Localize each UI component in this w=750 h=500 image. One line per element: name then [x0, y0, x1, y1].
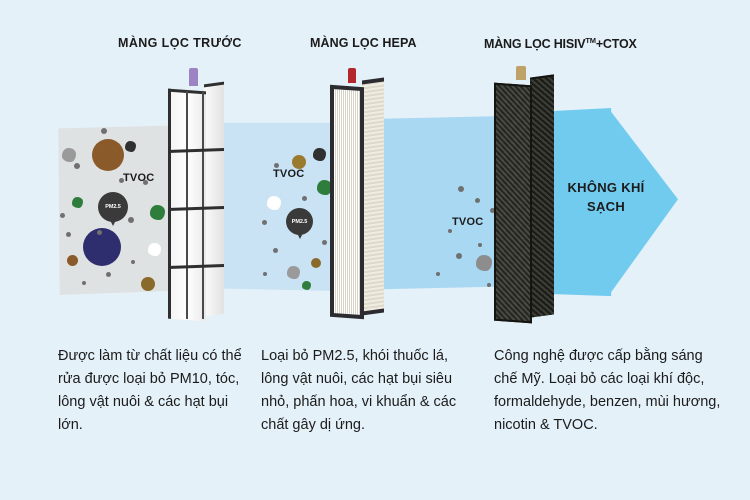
- pre-filter-grid-vline: [202, 90, 204, 320]
- particle-circle: [263, 272, 267, 276]
- particle-circle: [92, 139, 124, 171]
- particle-blob: [476, 255, 492, 271]
- particle-circle: [82, 281, 86, 285]
- particle-circle: [101, 128, 107, 134]
- tvoc-label-zone1: TVOC: [123, 172, 155, 184]
- hepa-filter-face: [330, 84, 364, 320]
- particle-blob: [267, 196, 281, 210]
- pm25-marker-zone2: PM2.5: [286, 208, 313, 239]
- particle-blob: [125, 141, 136, 152]
- particle-circle: [262, 220, 267, 225]
- tvoc-label-zone3: TVOC: [452, 216, 484, 228]
- particle-circle: [143, 180, 148, 185]
- particle-circle: [60, 213, 65, 218]
- pre-filter-graphic: [168, 81, 226, 322]
- clean-air-label: KHÔNG KHÍ SẠCH: [546, 178, 666, 216]
- particle-circle: [456, 253, 462, 259]
- hisiv-filter-pull-tab: [516, 66, 526, 80]
- hisiv-filter-header: MÀNG LỌC HiSivTM+CTOX: [484, 36, 637, 51]
- particle-circle: [131, 260, 135, 264]
- particle-circle: [448, 229, 452, 233]
- particle-blob: [148, 243, 161, 256]
- particle-circle: [302, 196, 307, 201]
- particle-circle: [106, 272, 111, 277]
- hepa-filter-caption: Loại bỏ PM2.5, khói thuốc lá, lông vật n…: [261, 348, 457, 433]
- clean-air-label-line1: KHÔNG KHÍ: [567, 180, 645, 195]
- particle-circle: [119, 178, 124, 183]
- hisiv-filter-caption: Công nghệ được cấp bằng sáng chế Mỹ. Loạ…: [494, 348, 721, 433]
- particle-blob: [302, 281, 311, 290]
- hisiv-header-suffix: +CTOX: [595, 37, 637, 52]
- particle-blob: [72, 197, 83, 208]
- particle-circle: [322, 240, 327, 245]
- hepa-filter-pull-tab: [348, 68, 356, 83]
- particle-circle: [487, 283, 491, 287]
- particle-blob: [313, 148, 326, 161]
- particle-circle: [274, 163, 279, 168]
- particle-blob: [287, 266, 300, 279]
- particle-blob: [317, 180, 332, 195]
- particle-circle: [292, 155, 306, 169]
- particle-blob: [62, 148, 76, 162]
- particle-circle: [83, 228, 121, 266]
- pre-filter-grid-vline: [186, 90, 188, 320]
- particle-circle: [141, 277, 155, 291]
- hisiv-header-main: MÀNG LỌC HiSiv: [484, 37, 586, 52]
- clean-air-label-line2: SẠCH: [586, 199, 626, 214]
- trademark-icon: TM: [585, 36, 596, 45]
- particle-circle: [273, 248, 278, 253]
- particle-blob: [150, 205, 165, 220]
- particle-circle: [490, 208, 495, 213]
- tvoc-label-zone2: TVOC: [273, 168, 305, 180]
- hepa-filter-graphic: [330, 77, 386, 322]
- hepa-filter-header: MÀNG LỌC HEPA: [310, 36, 417, 50]
- particle-circle: [458, 186, 464, 192]
- particle-circle: [311, 258, 321, 268]
- particle-circle: [67, 255, 78, 266]
- particle-circle: [436, 272, 440, 276]
- particle-circle: [74, 163, 80, 169]
- particle-circle: [475, 198, 480, 203]
- particle-circle: [97, 230, 102, 235]
- pre-filter-header: MÀNG LỌC TRƯỚC: [118, 36, 242, 50]
- pre-filter-pull-tab: [189, 68, 198, 86]
- particle-circle: [478, 243, 482, 247]
- pre-filter-side: [204, 81, 224, 317]
- particle-circle: [66, 232, 71, 237]
- particle-circle: [128, 217, 134, 223]
- hisiv-filter-face: [494, 82, 532, 324]
- hepa-filter-side: [362, 77, 384, 316]
- pm25-marker-zone1: PM2.5: [98, 192, 128, 226]
- pre-filter-caption: Được làm từ chất liệu có thể rửa được lo…: [58, 348, 242, 433]
